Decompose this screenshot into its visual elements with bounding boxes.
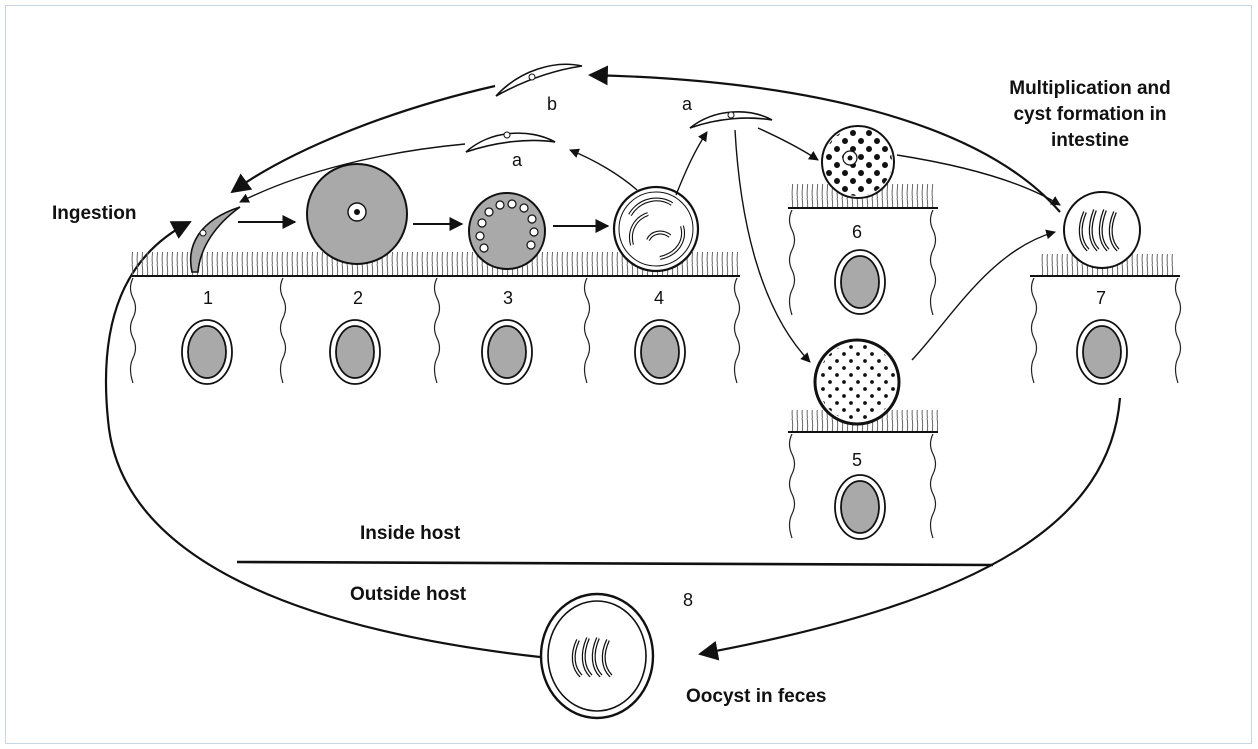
arrow-a-to-6: [758, 128, 818, 160]
stage-8-oocyst: [541, 594, 653, 718]
cell-nucleus-4: [635, 320, 685, 384]
oocyst-in-feces-label: Oocyst in feces: [686, 686, 826, 707]
stage-number-5: 5: [852, 450, 862, 470]
cell-nucleus-1: [182, 320, 232, 384]
ingestion-label: Ingestion: [52, 203, 136, 224]
stage-number-2: 2: [353, 288, 363, 308]
stage-2-trophozoite: [307, 164, 407, 264]
multiplication-label-line1: Multiplication and: [1009, 78, 1171, 99]
stage-5-macrogametocyte: [788, 340, 938, 539]
stage-number-3: 3: [503, 288, 513, 308]
letter-a-left: a: [512, 150, 523, 170]
outer-cycle-right-arc: [700, 398, 1120, 654]
stage-number-8: 8: [683, 590, 693, 610]
outside-host-label: Outside host: [350, 584, 467, 605]
host-boundary-line: [237, 562, 993, 565]
letter-a-right: a: [682, 94, 693, 114]
multiplication-label-line2: cyst formation in: [1013, 104, 1166, 125]
inside-host-label: Inside host: [360, 523, 461, 544]
letter-b: b: [547, 94, 557, 114]
merozoite-a-left: [466, 132, 555, 152]
stage-6-microgametocyte: [788, 126, 938, 315]
stage-3-schizont: [469, 193, 545, 269]
arrow-4-to-a-right: [676, 132, 707, 195]
arrow-a-to-5: [735, 130, 810, 362]
stage-number-1: 1: [203, 288, 213, 308]
merozoite-b: [496, 64, 582, 96]
cell-nucleus-3: [482, 320, 532, 384]
merozoite-a-right: [690, 112, 772, 128]
stage-number-4: 4: [654, 288, 664, 308]
stage-number-6: 6: [852, 222, 862, 242]
cell-nucleus-2: [330, 320, 380, 384]
arrow-4-to-a-left: [570, 150, 637, 190]
multiplication-label-line3: intestine: [1051, 130, 1129, 151]
stage-number-7: 7: [1096, 288, 1106, 308]
outer-cycle-left-arc: [106, 222, 540, 657]
stage-4-merozoites: [614, 187, 698, 271]
